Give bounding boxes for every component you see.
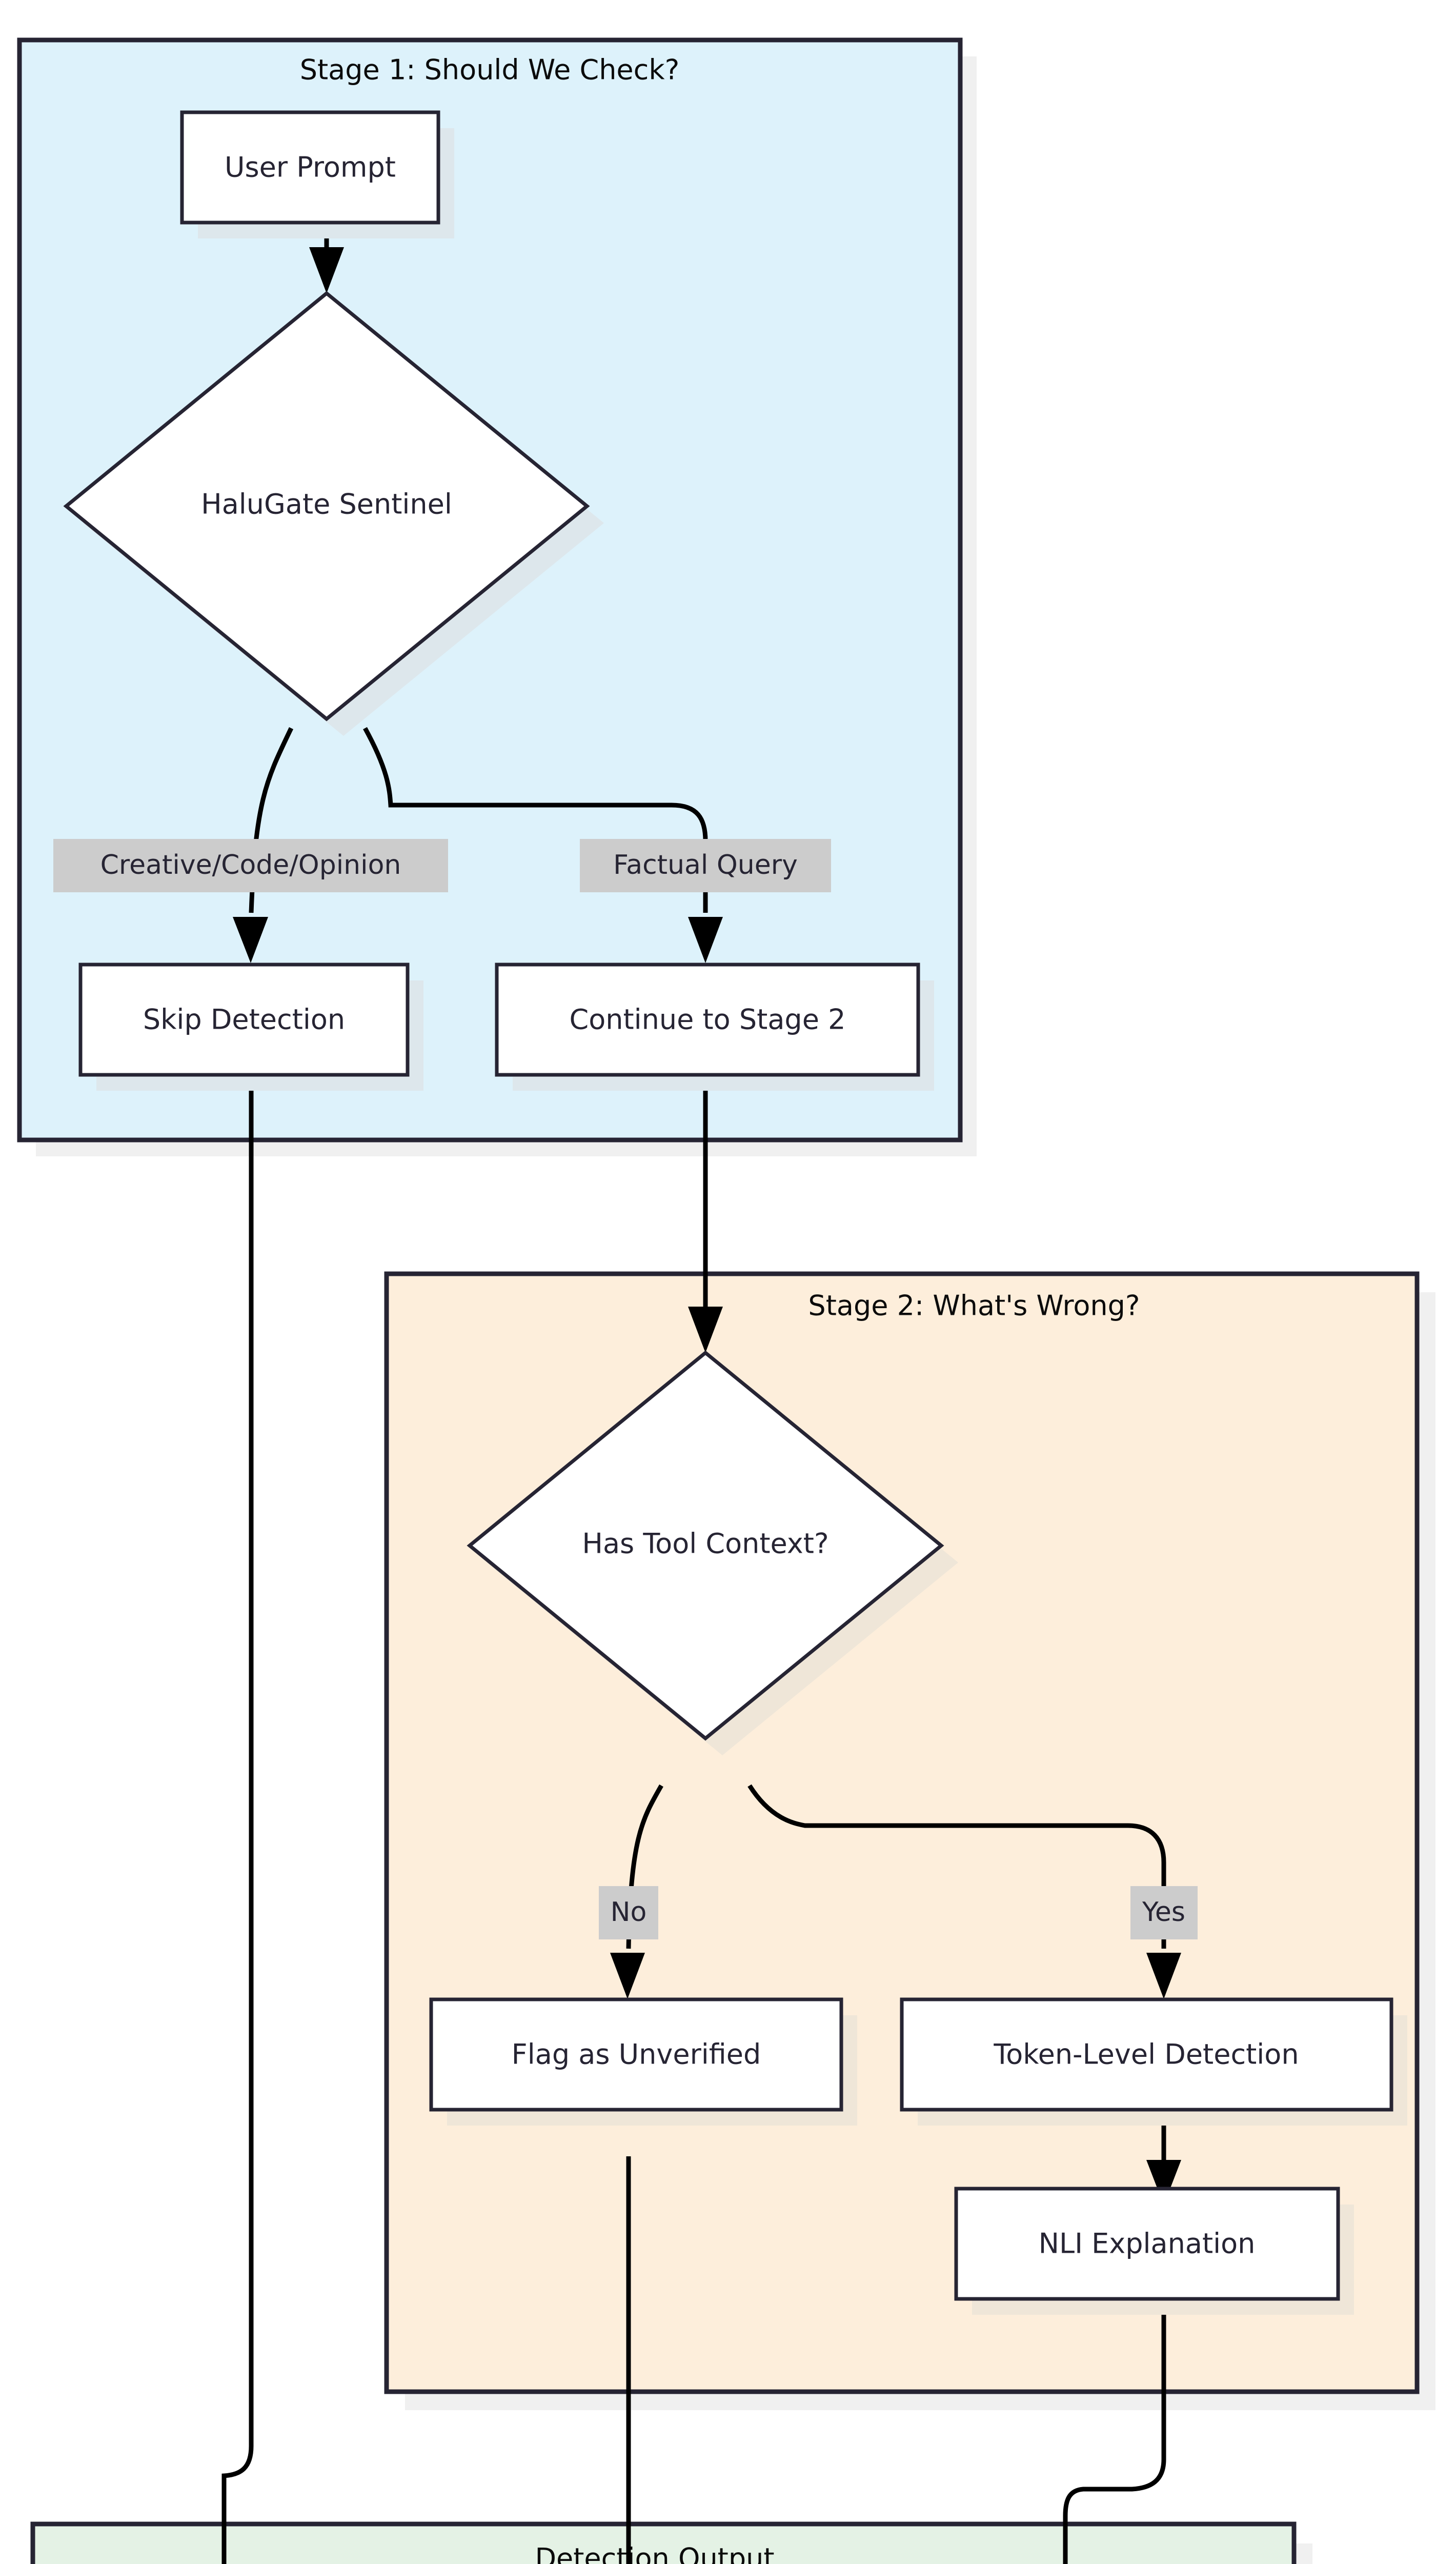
node-halugate-sentinel[interactable]: HaluGate Sentinel [63,291,604,736]
cluster-output: Detection Output [30,2521,1312,2564]
arrowhead-user-prompt-to-sentinel [309,247,344,293]
edge-skip-to-pass [221,1052,254,2564]
node-continue-label: Continue to Stage 2 [570,1004,846,1036]
arrowhead-tool-context-to-token [1146,1953,1181,1999]
edge-label-bg-yes [1130,1886,1198,1939]
node-nli-explanation[interactable]: NLI Explanation [954,2187,1354,2315]
edge-label-bg-creative [53,839,448,892]
node-halugate-sentinel-diamond[interactable] [63,291,590,722]
node-nli-box[interactable] [954,2187,1340,2301]
node-token-label: Token-Level Detection [993,2038,1299,2071]
node-nli-label: NLI Explanation [1039,2228,1256,2260]
node-flag-box[interactable] [429,1997,843,2112]
node-skip-detection[interactable]: Skip Detection [78,963,423,1091]
edge-label-factual-query: Factual Query [613,850,798,880]
stage2-title: Stage 2: What's Wrong? [808,1290,1140,1322]
arrowhead-sentinel-to-continue [688,917,723,963]
arrowhead-continue-to-tool-context [688,1307,723,1353]
output-title: Detection Output [535,2542,774,2564]
edge-label-creative-code-opinion: Creative/Code/Opinion [100,850,401,880]
node-skip-detection-label: Skip Detection [143,1004,345,1036]
arrowhead-tool-context-to-flag [610,1953,645,1999]
edge-label-bg-factual [580,839,831,892]
edge-label-no: No [611,1897,647,1928]
node-user-prompt-label: User Prompt [225,151,396,184]
node-flag-as-unverified[interactable]: Flag as Unverified [429,1997,857,2126]
edge-nli-to-report [1063,2314,1166,2564]
node-has-tool-context-label: Has Tool Context? [582,1528,828,1560]
output-container [30,2521,1297,2564]
node-continue-box[interactable] [495,963,920,1077]
arrowhead-token-to-nli [1146,2160,1181,2205]
node-skip-detection-box[interactable] [78,963,410,1077]
node-user-prompt[interactable]: User Prompt [180,110,454,238]
node-continue-to-stage-2[interactable]: Continue to Stage 2 [495,963,934,1091]
edge-tool-context-to-token [747,1784,1166,1949]
node-token-box[interactable] [900,1997,1393,2112]
edge-label-bg-no [599,1886,658,1939]
node-flag-label: Flag as Unverified [512,2038,761,2071]
node-halugate-sentinel-label: HaluGate Sentinel [201,488,452,520]
node-has-tool-context[interactable]: Has Tool Context? [467,1350,958,1755]
edge-sentinel-to-continue [363,727,708,913]
stage1-title: Stage 1: Should We Check? [300,54,680,86]
node-user-prompt-box[interactable] [180,110,440,225]
edge-labels-layer: Creative/Code/Opinion Factual Query No Y… [53,839,1198,1939]
arrowhead-sentinel-to-skip [233,917,268,963]
edge-label-yes: Yes [1142,1897,1185,1928]
node-has-tool-context-diamond[interactable] [467,1350,944,1741]
node-token-level-detection[interactable]: Token-Level Detection [900,1997,1407,2126]
